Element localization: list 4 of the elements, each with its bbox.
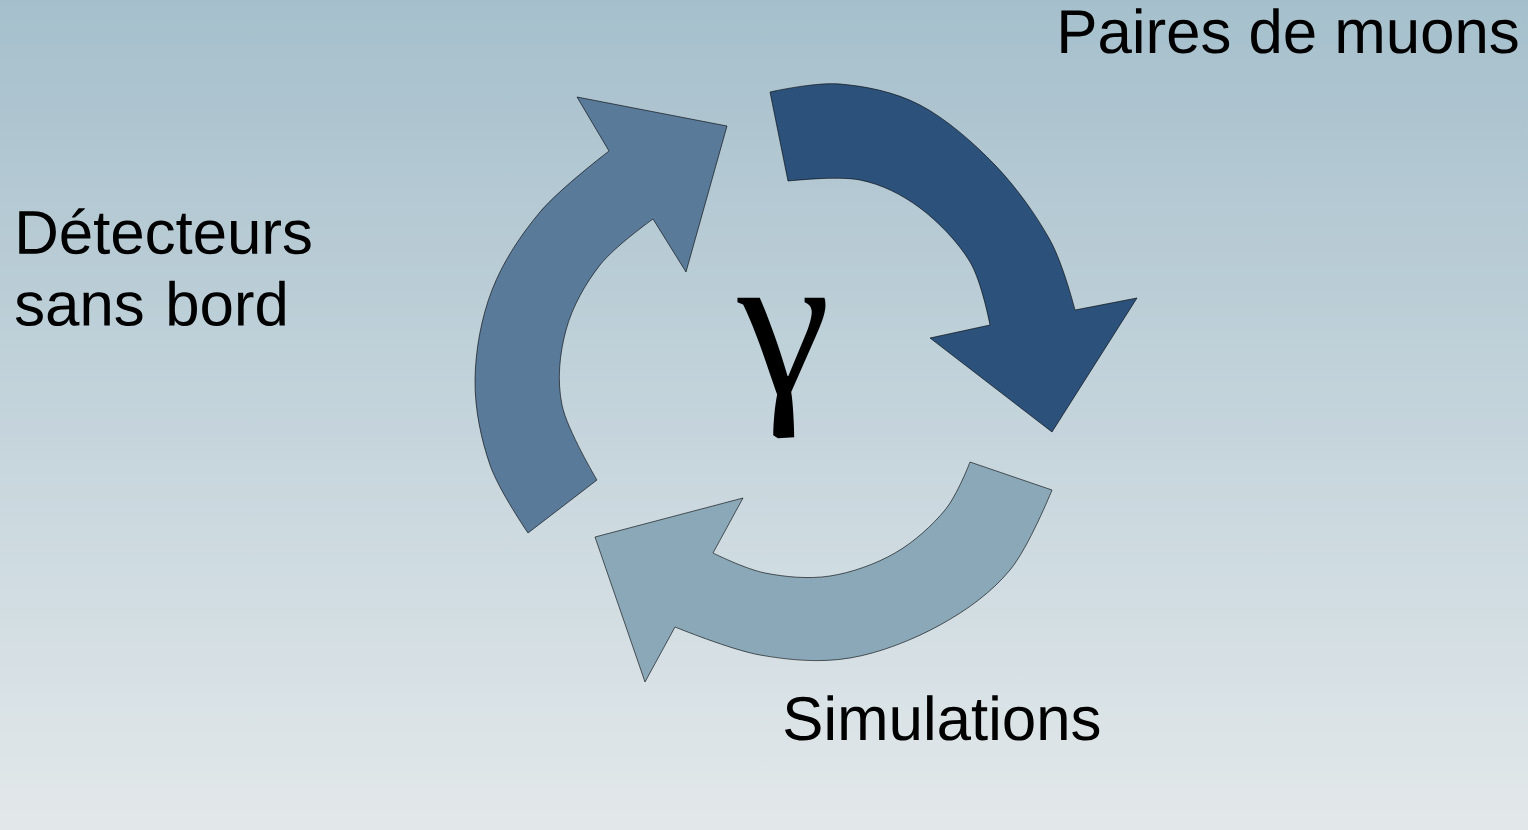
- greek-letter: γ: [737, 297, 826, 439]
- label-text: Simulations: [785, 695, 1100, 741]
- label-text: Paires de muons: [1061, 8, 1518, 54]
- label-text: Détecteurs sans bord: [15, 208, 311, 327]
